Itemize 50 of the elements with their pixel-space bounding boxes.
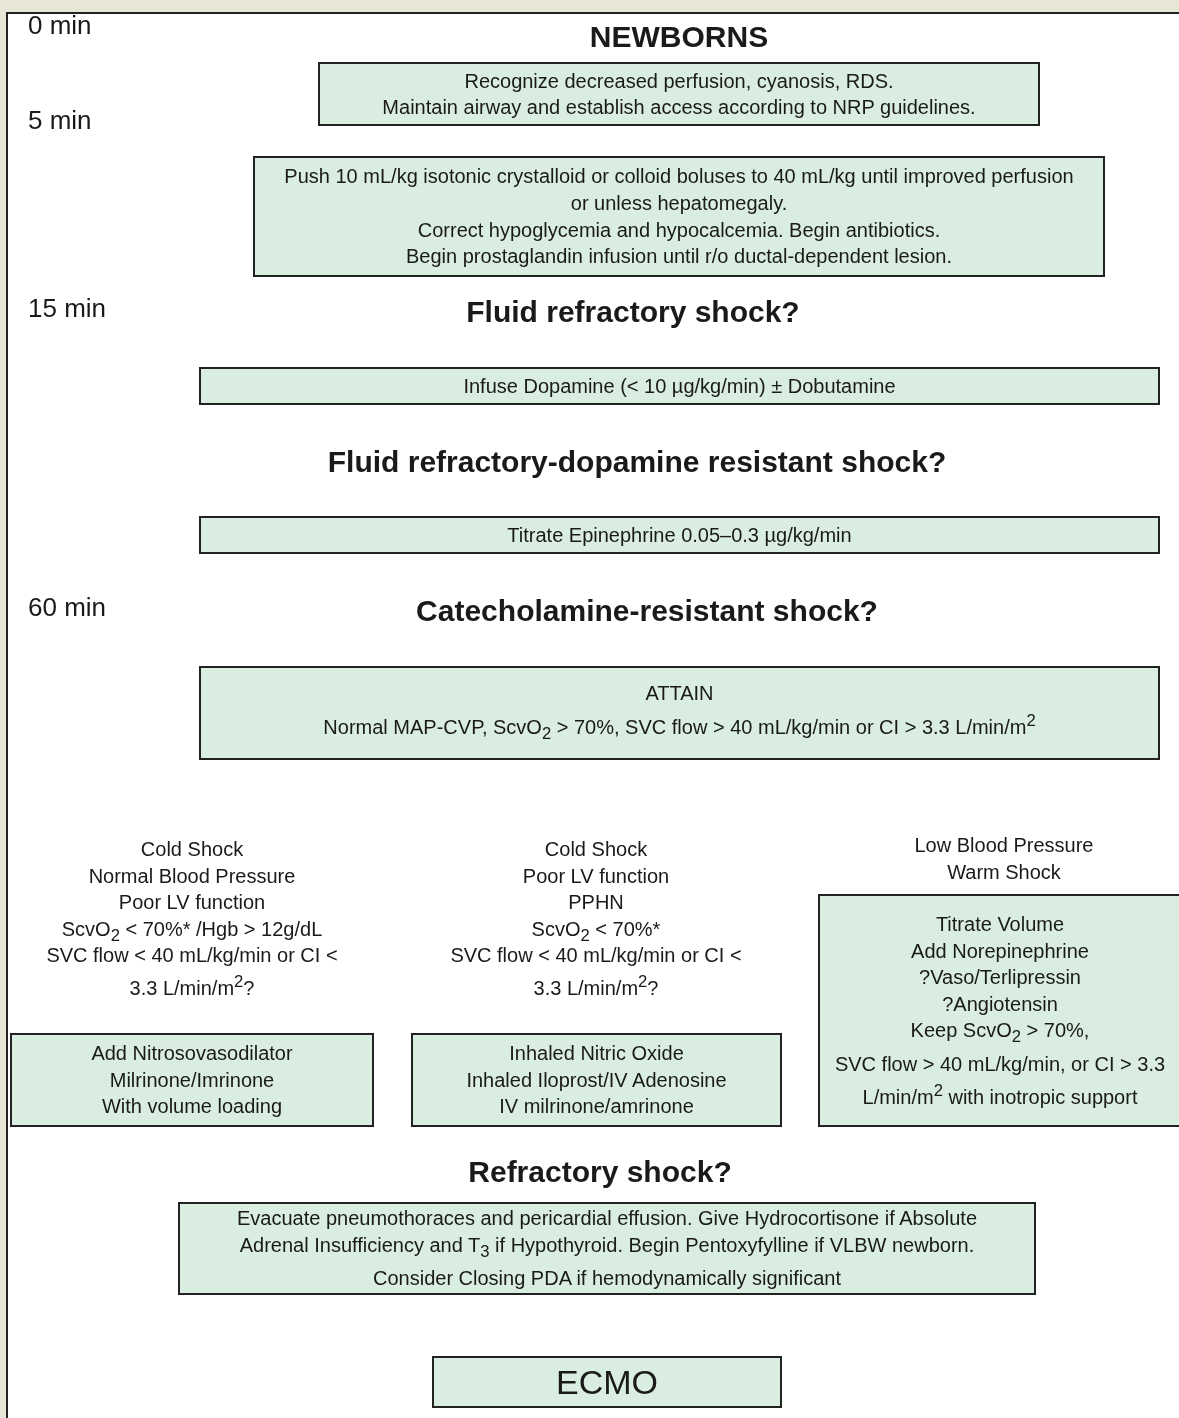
process-box: [411, 1033, 782, 1127]
box-text: Inhaled Iloprost/IV Adenosine: [466, 1067, 727, 1093]
box-text: Titrate Volume: [935, 912, 1065, 938]
condition-text: PPHN: [567, 890, 625, 915]
box-text: Evacuate pneumothoraces and pericardial effusion. Give Hydrocortisone if Absolute Adrenal Insufficiency and T$_{3}$ if Hypothyroid. Begin Pentoxyfylline if VLBW newborn. Consider Closing PDA if hemodynamically significant: [235, 1206, 979, 1292]
time-label: 5 min: [28, 105, 93, 135]
box-text: ECMO: [556, 1362, 658, 1402]
process-box: [199, 516, 1160, 554]
box-text: ?Angiotensin: [942, 991, 1058, 1017]
process-box: [10, 1033, 374, 1127]
process-box: [253, 156, 1105, 277]
process-box: [178, 1202, 1036, 1295]
box-text: ATTAIN: [645, 680, 714, 706]
process-box: [199, 666, 1160, 760]
time-label: 0 min: [28, 10, 93, 40]
condition-text: Low Blood Pressure: [913, 833, 1095, 858]
time-label: 15 min: [28, 293, 108, 323]
box-text: Inhaled Nitric Oxide: [509, 1041, 684, 1067]
process-box: [432, 1356, 782, 1408]
box-text: Maintain airway and establish access according to NRP guidelines.: [382, 95, 976, 120]
box-text: Titrate Epinephrine 0.05–0.3 µg/kg/min: [507, 523, 852, 548]
box-text: Normal MAP-CVP, ScvO$_{2}$ > 70%, SVC flow > 40 mL/kg/min or CI > 3.3 L/min/m$^{2}$: [323, 709, 1036, 745]
condition-text: Normal Blood Pressure: [87, 864, 297, 889]
process-box: [318, 62, 1040, 126]
box-text: IV milrinone/amrinone: [499, 1094, 694, 1120]
process-box: [818, 894, 1179, 1127]
box-text: Add Nitrosovasodilator: [91, 1041, 293, 1067]
condition-text: Poor LV function: [521, 864, 671, 889]
box-text: With volume loading: [101, 1094, 283, 1120]
box-text: SVC flow > 40 mL/kg/min, or CI > 3.3 L/min/m$^{2}$ with inotropic support: [833, 1052, 1167, 1110]
condition-text: Warm Shock: [946, 860, 1062, 885]
time-label: 60 min: [28, 592, 108, 622]
box-text: Keep ScvO$_{2}$ > 70%,: [910, 1018, 1090, 1049]
box-text: Recognize decreased perfusion, cyanosis, RDS.: [464, 69, 894, 94]
question-heading: Refractory shock?: [467, 1154, 733, 1190]
question-heading: Catecholamine-resistant shock?: [415, 593, 879, 629]
box-text: Correct hypoglycemia and hypocalcemia. Begin antibiotics.: [417, 217, 941, 243]
diagram-title: NEWBORNS: [588, 19, 770, 55]
box-text: Add Norepinephrine: [911, 938, 1089, 964]
condition-text: Cold Shock: [543, 837, 649, 862]
box-text: ?Vaso/Terlipressin: [919, 965, 1081, 991]
box-text: Milrinone/Imrinone: [109, 1067, 275, 1093]
box-text: Push 10 mL/kg isotonic crystalloid or colloid boluses to 40 mL/kg until improved perfusion or unless hepatomegaly.: [283, 164, 1075, 216]
box-text: Infuse Dopamine (< 10 µg/kg/min) ± Dobutamine: [463, 374, 896, 399]
condition-text: Cold Shock: [139, 837, 245, 862]
process-box: [199, 367, 1160, 405]
question-heading: Fluid refractory-dopamine resistant shock?: [326, 444, 948, 480]
question-heading: Fluid refractory shock?: [465, 294, 801, 330]
condition-text: Poor LV function: [117, 890, 267, 915]
box-text: Begin prostaglandin infusion until r/o ductal-dependent lesion.: [406, 244, 952, 270]
